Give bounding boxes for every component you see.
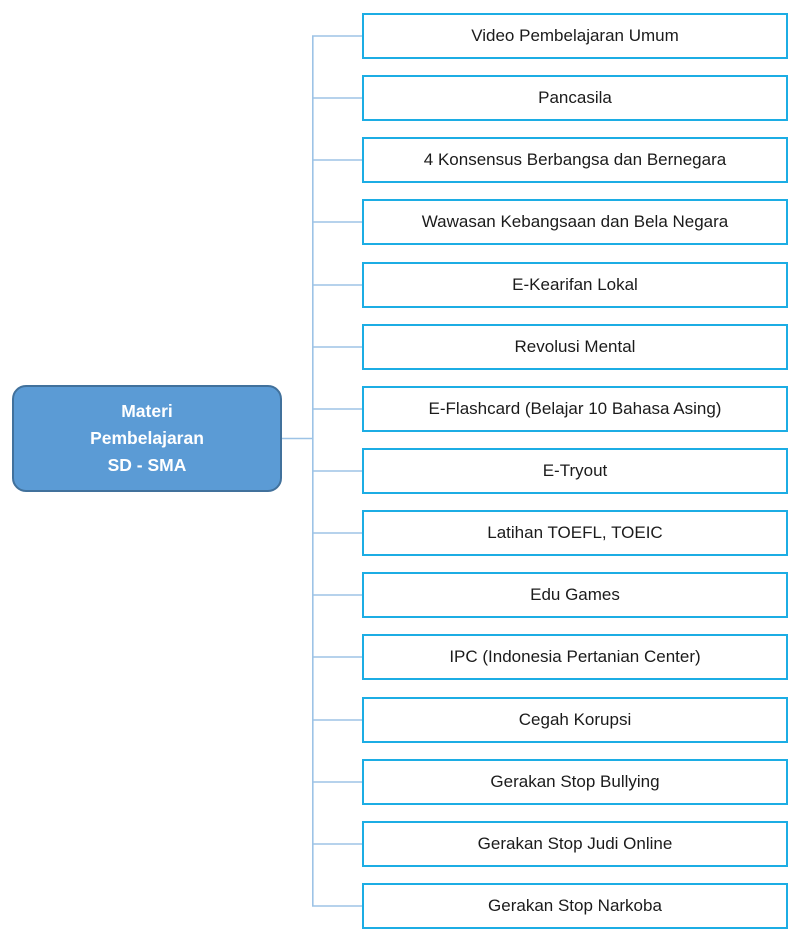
node-e-kearifan-lokal: E-Kearifan Lokal — [362, 262, 788, 308]
node-label: E-Kearifan Lokal — [512, 275, 638, 294]
node-label: Gerakan Stop Narkoba — [488, 896, 662, 915]
node-label: Cegah Korupsi — [518, 710, 632, 729]
root-node-label-line3: SD - SMA — [107, 455, 187, 475]
node-label: Video Pembelajaran Umum — [471, 26, 679, 45]
node-pancasila: Pancasila — [362, 75, 788, 121]
node-label: IPC (Indonesia Pertanian Center) — [449, 647, 701, 666]
node-label: Gerakan Stop Judi Online — [477, 834, 673, 853]
node-revolusi-mental: Revolusi Mental — [362, 324, 788, 370]
root-node-label-line1: Materi — [121, 401, 173, 421]
node-label: Wawasan Kebangsaan dan Bela Negara — [421, 212, 729, 231]
node-label: Edu Games — [530, 585, 620, 604]
node-video-pembelajaran-umum: Video Pembelajaran Umum — [362, 13, 788, 59]
node-edu-games: Edu Games — [362, 572, 788, 618]
node-gerakan-stop-judi-online: Gerakan Stop Judi Online — [362, 821, 788, 867]
node-4-konsensus-berbangsa-dan-bernegara: 4 Konsensus Berbangsa dan Bernegara — [362, 137, 788, 183]
node-label: Latihan TOEFL, TOEIC — [487, 523, 663, 542]
node-e-tryout: E-Tryout — [362, 448, 788, 494]
node-label: E-Flashcard (Belajar 10 Bahasa Asing) — [428, 399, 722, 418]
root-node-materi-pembelajaran: Materi Pembelajaran SD - SMA — [12, 385, 282, 492]
node-ipc-indonesia-pertanian-center: IPC (Indonesia Pertanian Center) — [362, 634, 788, 680]
node-label: Pancasila — [538, 88, 612, 107]
node-e-flashcard: E-Flashcard (Belajar 10 Bahasa Asing) — [362, 386, 788, 432]
node-label: 4 Konsensus Berbangsa dan Bernegara — [423, 150, 727, 169]
node-gerakan-stop-bullying: Gerakan Stop Bullying — [362, 759, 788, 805]
node-wawasan-kebangsaan-dan-bela-negara: Wawasan Kebangsaan dan Bela Negara — [362, 199, 788, 245]
node-label: E-Tryout — [542, 461, 608, 480]
node-cegah-korupsi: Cegah Korupsi — [362, 697, 788, 743]
node-label: Revolusi Mental — [514, 337, 636, 356]
node-latihan-toefl-toeic: Latihan TOEFL, TOEIC — [362, 510, 788, 556]
root-node-label-line2: Pembelajaran — [90, 428, 204, 448]
node-label: Gerakan Stop Bullying — [490, 772, 660, 791]
node-gerakan-stop-narkoba: Gerakan Stop Narkoba — [362, 883, 788, 929]
